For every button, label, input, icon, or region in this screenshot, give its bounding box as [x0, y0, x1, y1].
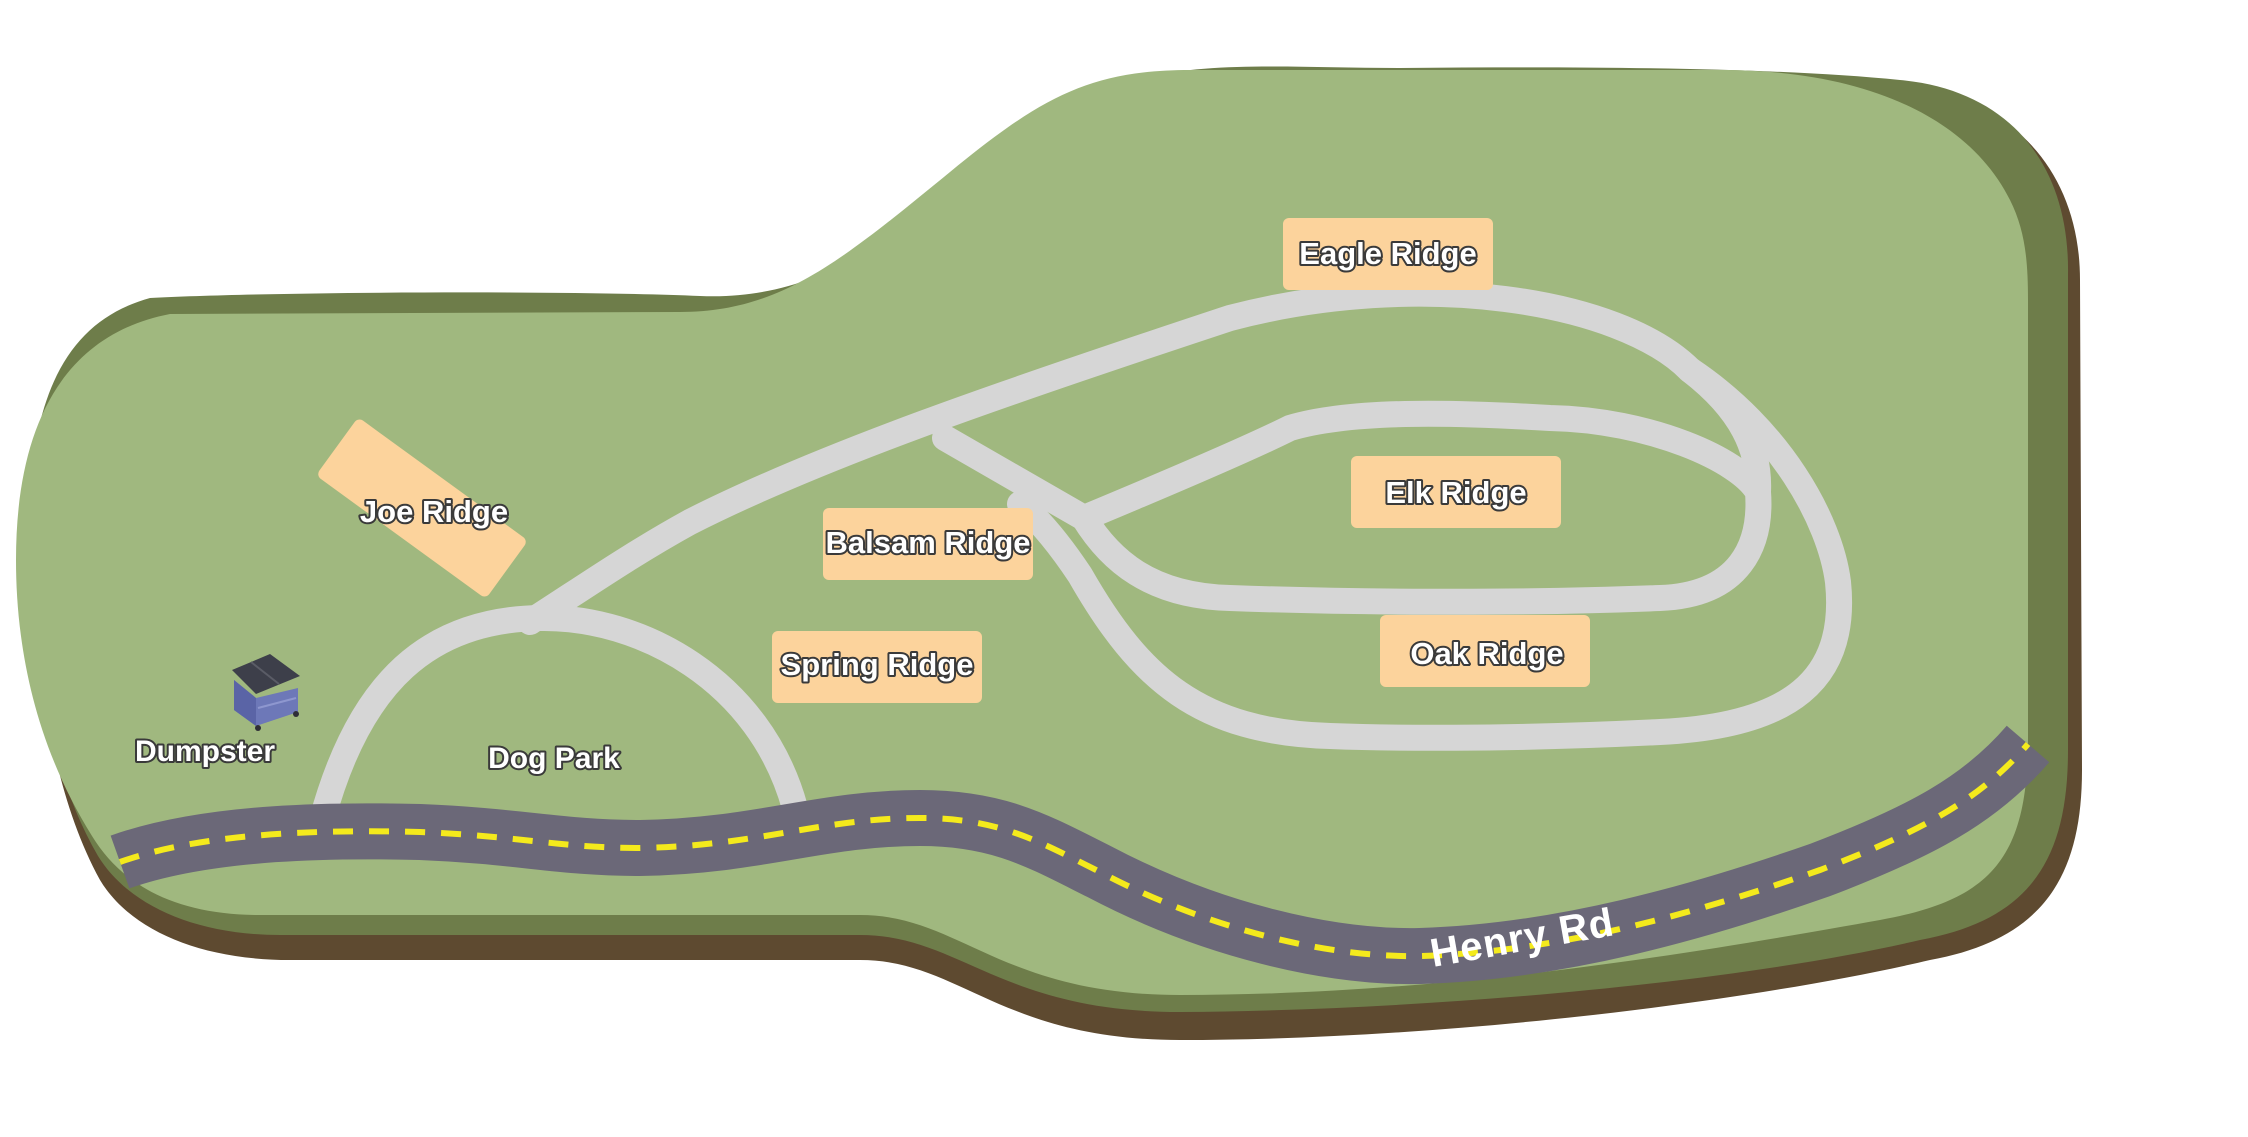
road-center-line [118, 742, 2031, 960]
dumpster-side [234, 680, 256, 726]
campsite-pad [823, 508, 1033, 580]
site-eagle-ridge[interactable]: Eagle Ridge [1283, 218, 1493, 290]
site-label-joe-ridge: Joe Ridge [360, 494, 508, 529]
site-label: Oak Ridge [1410, 636, 1563, 671]
site-elk-ridge[interactable]: Elk Ridge [1351, 456, 1561, 528]
dumpster-label: Dumpster [135, 735, 275, 768]
campsite-pad [772, 631, 982, 703]
trail-outer-loop [1007, 357, 1853, 751]
dumpster-wheel [255, 725, 261, 731]
dumpster-icon[interactable] [232, 654, 300, 731]
campsite-pad [1283, 218, 1493, 290]
dumpster-stripe [257, 697, 297, 709]
trail-network [309, 280, 1853, 833]
site-spring-ridge[interactable]: Spring Ridge [772, 631, 982, 703]
trail-main [517, 280, 1703, 635]
campsite-pad [1380, 615, 1590, 687]
dog-park-label: Dog Park [488, 742, 620, 775]
campsites: Eagle Ridge Elk Ridge Oak Ridge Balsam R… [316, 218, 1590, 703]
dumpster-wheel [293, 711, 299, 717]
campsite-pad [1351, 456, 1561, 528]
site-oak-ridge[interactable]: Oak Ridge [1380, 615, 1590, 687]
site-label: Eagle Ridge [1299, 236, 1476, 271]
site-label: Spring Ridge [781, 647, 974, 682]
site-balsam-ridge[interactable]: Balsam Ridge [823, 508, 1033, 580]
dumpster-lid-divider [250, 661, 280, 685]
site-joe-ridge[interactable] [316, 417, 528, 599]
site-label: Elk Ridge [1385, 475, 1526, 510]
site-label: Balsam Ridge [825, 525, 1030, 560]
campsite-pad [318, 419, 526, 597]
trail-cross [932, 425, 1097, 531]
trail-inner-upper-link [1677, 357, 1772, 505]
